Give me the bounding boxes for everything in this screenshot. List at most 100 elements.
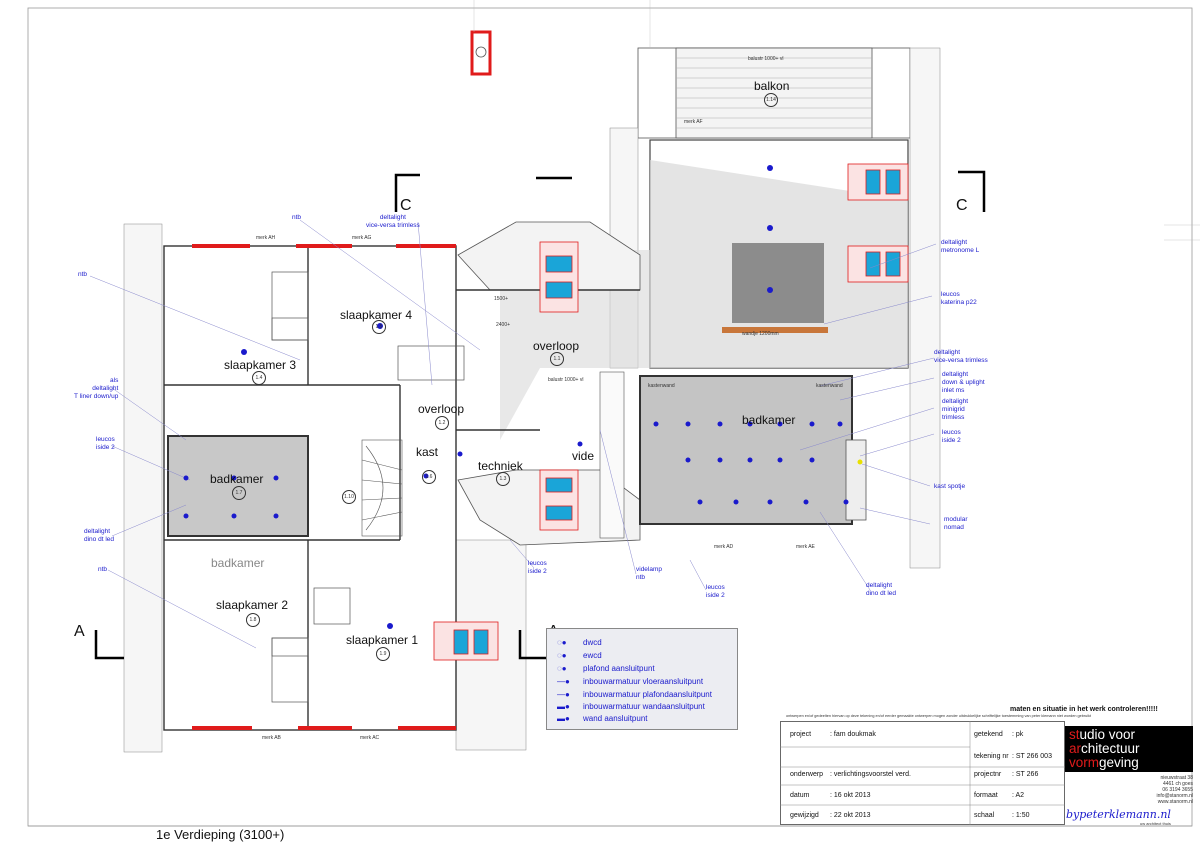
grey-zone-hall — [500, 250, 650, 440]
note-ntb: ntb — [98, 566, 108, 573]
note-deltalight-dino: deltalight dino dt led — [866, 582, 896, 597]
note-videlamp: videlamp ntb — [636, 566, 663, 581]
room-slaapkamer-2: slaapkamer 2 — [216, 598, 289, 612]
legend-item: ◌●dwcd — [557, 638, 602, 647]
floor-title: 1e Verdieping (3100+) — [156, 827, 285, 842]
tb-project-label: project — [790, 731, 812, 738]
room-number: 1.8 — [246, 613, 260, 627]
tb-getekend-value: : pk — [1012, 731, 1024, 738]
legend-item: ◌●ewcd — [557, 651, 602, 660]
room-number: 1.2 — [435, 416, 449, 430]
beds — [271, 271, 465, 703]
tb-gewijzigd-label: gewijzigd — [790, 812, 819, 819]
room-number: 1.10 — [342, 490, 356, 504]
room-overloop-center: overloop — [418, 402, 465, 416]
legend-item: ▬●wand aansluitpunt — [557, 714, 648, 723]
label-dimension: 1500+ — [494, 296, 509, 302]
label-dimension: 2400+ — [496, 322, 511, 328]
room-number: 1.5 — [372, 320, 386, 334]
room-number: 1.4 — [252, 371, 266, 385]
note-leucos-iside: leucos iside 2 — [96, 436, 115, 451]
legend-item: —●inbouwarmatuur vloeraansluitpunt — [557, 677, 704, 686]
room-badkamer-left: badkamer — [210, 472, 264, 486]
note-ntb: ntb — [292, 214, 302, 221]
room-vide: vide — [572, 449, 595, 463]
brand-tagline: uw architect thuis — [1140, 821, 1171, 826]
note-deltalight-t-liner: als deltalight T liner down/up — [74, 377, 119, 400]
section-lines — [94, 170, 986, 660]
tb-formaat-label: formaat — [974, 792, 998, 799]
legend-panel: ◌●dwcd ◌●ewcd ◌●plafond aansluitpunt —●i… — [546, 628, 738, 730]
note-deltalight-minigrid: deltalight minigrid trimless — [942, 398, 969, 421]
red-walls — [192, 244, 456, 730]
red-chimney — [470, 30, 492, 76]
note-copyright: ontwerpen en/of gedeelten hiervan op dez… — [786, 714, 1091, 718]
note-deltalight-metronome: deltalight metronome L — [941, 239, 980, 254]
label-merk: merk AE — [796, 544, 815, 550]
room-slaapkamer-4: slaapkamer 4 — [340, 308, 413, 322]
tb-schaal-value: : 1:50 — [1012, 812, 1030, 819]
note-leucos-katerina: leucos katerina p22 — [941, 291, 977, 306]
vide-stair — [599, 371, 625, 539]
room-number: 1.3 — [496, 472, 510, 486]
room-badkamer-grey: badkamer — [211, 556, 265, 570]
label-merk: merk AH — [256, 235, 276, 241]
titleblock-lines — [780, 721, 1065, 825]
label-merk: merk AG — [352, 235, 372, 241]
room-number: 1.6 — [422, 470, 436, 484]
note-deltalight-vice-versa: deltalight vice-versa trimless — [366, 214, 420, 229]
note-deltalight-dino: deltalight dino dt led — [84, 528, 114, 543]
note-ntb: ntb — [78, 271, 88, 278]
note-leucos-iside: leucos iside 2 — [528, 560, 547, 575]
tb-onderwerp-value: : verlichtingsvoorstel verd. — [830, 771, 911, 778]
section-mark-a: A — [74, 623, 85, 640]
tb-schaal-label: schaal — [974, 812, 995, 819]
tb-gewijzigd-value: : 22 okt 2013 — [830, 812, 871, 819]
legend-symbol-icon: —● — [557, 677, 570, 686]
room-number: 1.7 — [232, 486, 246, 500]
leader-lines — [89, 219, 937, 649]
bathroom-right — [639, 375, 853, 525]
legend-item: ◌●plafond aansluitpunt — [557, 664, 655, 673]
windows — [433, 163, 909, 661]
room-techniek: techniek — [478, 459, 523, 473]
label-merk: merk AF — [684, 119, 703, 125]
room-overloop-right: overloop — [533, 339, 580, 353]
label-balustrade: balustr 1000+ vl — [548, 377, 584, 383]
label-kastenwand: kastenwand — [648, 383, 675, 389]
note-check-site: maten en situatie in het werk controlere… — [1010, 706, 1158, 713]
legend-symbol-icon: ◌● — [557, 651, 567, 660]
legend-symbol-icon: ▬● — [557, 714, 570, 723]
room-slaapkamer-1: slaapkamer 1 — [346, 633, 419, 647]
wandje — [722, 327, 828, 333]
note-deltalight-vice-versa: deltalight vice-versa trimless — [934, 349, 988, 364]
brand-link[interactable]: bypeterklemann.nl — [1066, 808, 1171, 821]
note-leucos-iside: leucos iside 2 — [942, 429, 961, 444]
tb-projectnr-value: : ST 266 — [1012, 771, 1039, 778]
label-wandje: wandje 1200mm — [742, 331, 779, 337]
room-number: 1.14 — [764, 93, 778, 107]
tb-datum-label: datum — [790, 792, 810, 799]
studio-logo: studio voor architectuur vormgeving — [1065, 726, 1193, 772]
room-number: 1.1 — [550, 352, 564, 366]
legend-item: —●inbouwarmatuur plafondaansluitpunt — [557, 690, 712, 699]
note-leucos-iside: leucos iside 2 — [706, 584, 725, 599]
tb-projectnr-label: projectnr — [974, 771, 1002, 778]
tb-tekening-label: tekening nr — [974, 753, 1009, 760]
note-kast-spotje: kast spotje — [934, 483, 966, 490]
label-merk: merk AC — [360, 735, 380, 741]
tb-tekening-value: : ST 266 003 — [1012, 753, 1052, 760]
legend-symbol-icon: —● — [557, 690, 570, 699]
label-merk: merk AB — [262, 735, 281, 741]
legend-symbol-icon: ◌● — [557, 664, 567, 673]
tb-project-value: : fam doukmak — [830, 731, 876, 738]
section-mark-c: C — [956, 197, 968, 214]
legend-item: ▬●inbouwarmatuur wandaansluitpunt — [557, 702, 705, 711]
room-balkon: balkon — [754, 79, 790, 93]
kast-spotje-marker — [857, 459, 863, 465]
tb-onderwerp-label: onderwerp — [790, 771, 824, 778]
note-modular-nomad: modular nomad — [944, 516, 968, 531]
note-deltalight-down-up: deltalight down & uplight inlet ms — [942, 371, 985, 394]
section-mark-c: C — [400, 197, 412, 214]
